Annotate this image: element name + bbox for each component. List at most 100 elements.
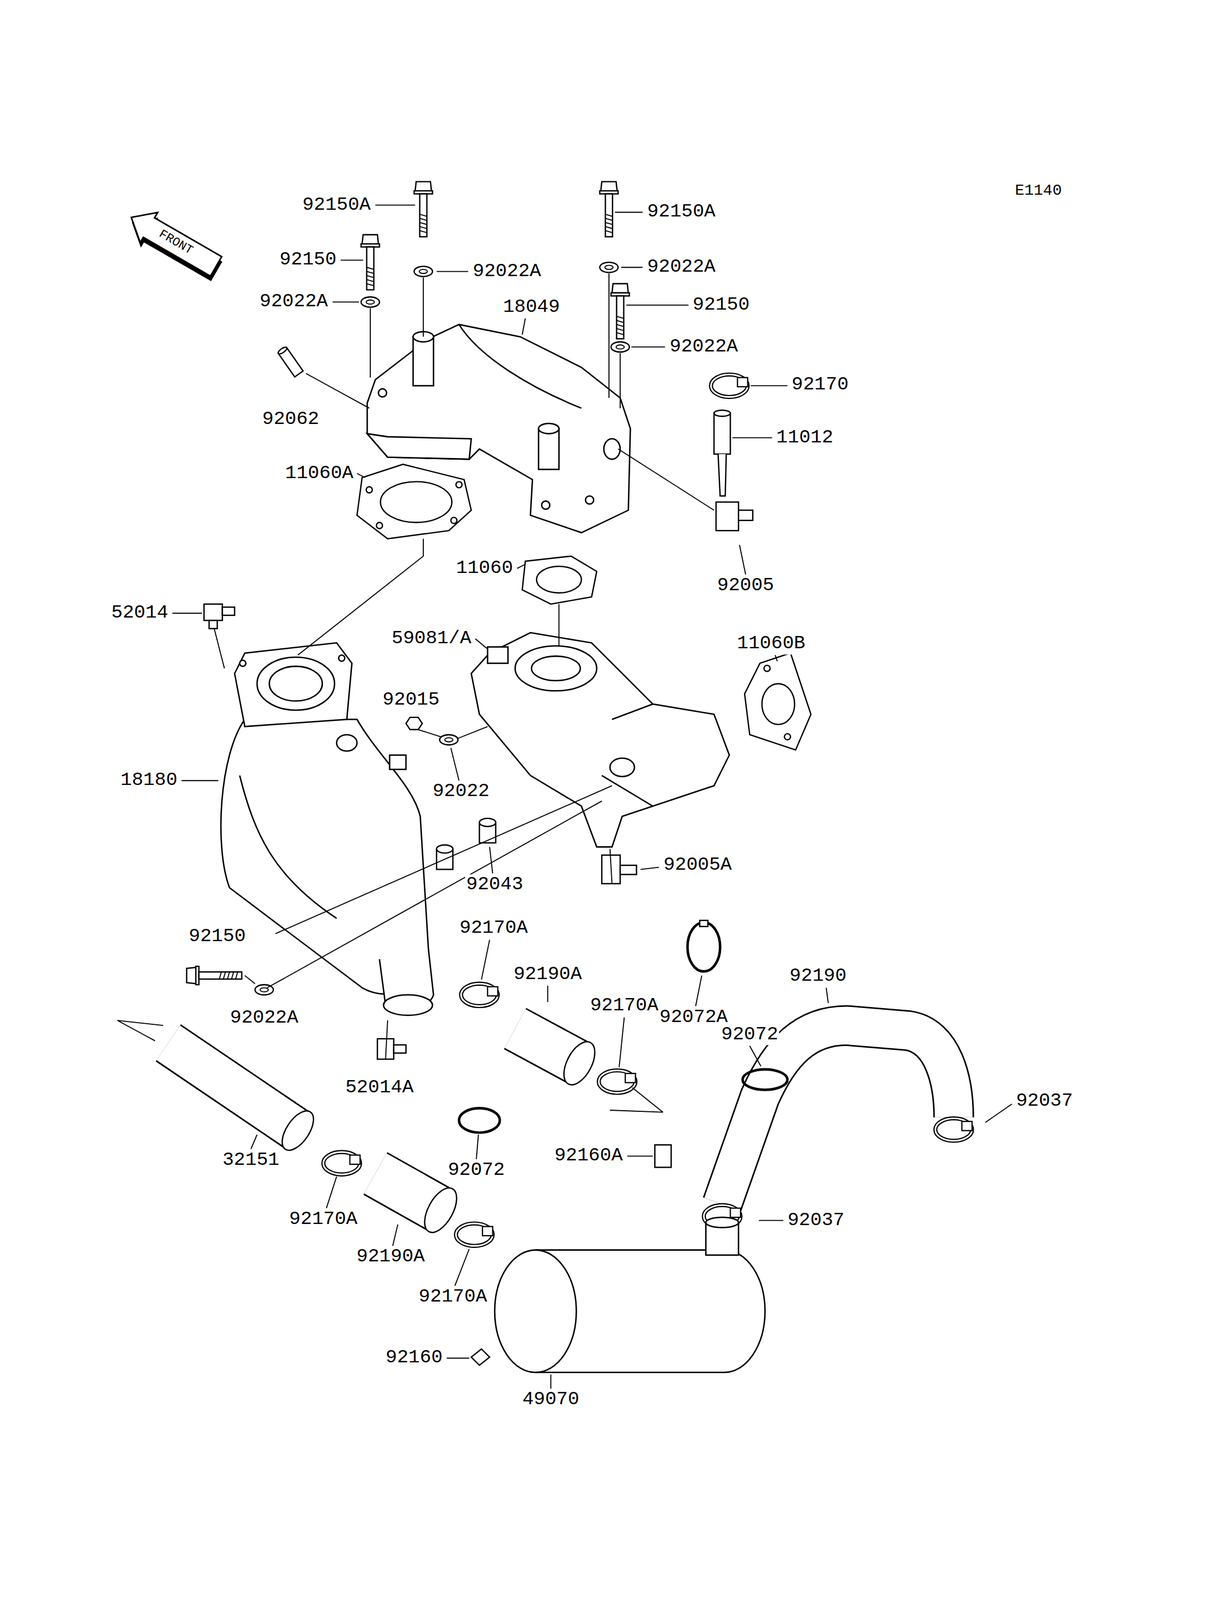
- leader-lines: [521, 318, 525, 335]
- gaskets: [366, 486, 373, 493]
- callout-number: 92190: [788, 965, 848, 987]
- cap-and-fitting: [713, 409, 731, 417]
- small-parts: [436, 844, 453, 853]
- hose-clamps: [703, 1204, 741, 1227]
- expansion-chamber: [239, 775, 337, 918]
- exhaust-pipe: [531, 655, 581, 681]
- leader-lines: [626, 304, 689, 306]
- callout-number: 52014A: [344, 1076, 415, 1098]
- gaskets: [380, 481, 452, 522]
- leader-lines: [117, 1020, 163, 1041]
- gaskets: [761, 683, 795, 724]
- leader-lines: [615, 211, 643, 214]
- bolts: [360, 181, 630, 352]
- callout-number: 92150A: [646, 201, 717, 223]
- hose-clamps: [461, 983, 499, 1006]
- exhaust-manifold: [541, 500, 550, 510]
- exhaust-manifold: [366, 324, 631, 533]
- leader-lines: [547, 985, 549, 1002]
- gaskets: [356, 463, 472, 539]
- callout-number: 49070: [521, 1389, 581, 1410]
- hoses: [722, 1025, 954, 1204]
- expansion-chamber: [338, 654, 345, 661]
- exhaust-manifold: [538, 428, 560, 470]
- callout-number: 11012: [775, 427, 835, 448]
- callout-number: 11060: [455, 557, 515, 579]
- cap-and-fitting: [711, 374, 753, 531]
- leader-lines: [619, 353, 621, 409]
- gaskets: [536, 566, 582, 593]
- callout-number: 92072A: [658, 1006, 729, 1028]
- leader-lines: [117, 205, 1012, 1389]
- callout-number: 92170A: [417, 1286, 488, 1307]
- figure-code: E1140: [1013, 182, 1063, 200]
- leader-lines: [516, 563, 526, 568]
- small-parts: [620, 864, 637, 874]
- exhaust-manifold: [458, 324, 582, 409]
- small-parts: [687, 921, 721, 971]
- exhaust-pipe: [471, 632, 730, 847]
- leader-lines: [326, 1176, 337, 1208]
- callout-number: 92005A: [662, 854, 733, 876]
- callout-number: 18049: [501, 296, 562, 318]
- hoses: [168, 1042, 298, 1130]
- leader-lines: [610, 848, 613, 884]
- leader-lines: [627, 1154, 654, 1157]
- cap-and-fitting: [718, 453, 727, 496]
- cap-and-fitting: [716, 501, 739, 531]
- hose-clamps: [458, 1107, 500, 1133]
- gaskets: [521, 556, 597, 604]
- callout-number: 92022A: [471, 260, 543, 282]
- exhaust-pipe: [487, 646, 509, 664]
- leader-lines: [608, 273, 610, 398]
- small-parts: [439, 734, 458, 745]
- expansion-chamber: [389, 755, 406, 770]
- front-arrow: [120, 202, 228, 287]
- fitting: [277, 345, 288, 355]
- hoses: [168, 1042, 298, 1130]
- direction-label: FRONT: [155, 226, 196, 259]
- leader-lines: [172, 612, 202, 614]
- callout-number: 92062: [260, 408, 321, 430]
- small-parts: [654, 1144, 671, 1167]
- leader-lines: [385, 1020, 388, 1060]
- hose-clamps: [323, 983, 973, 1246]
- leader-lines: [985, 1103, 1013, 1123]
- leader-lines: [475, 638, 488, 649]
- leader-lines: [617, 448, 714, 511]
- hoses: [557, 1036, 602, 1090]
- leader-lines: [340, 259, 364, 261]
- gaskets: [764, 665, 771, 672]
- callout-number: 92170A: [288, 1208, 359, 1230]
- leader-lines: [476, 1134, 479, 1159]
- callout-number: 92037: [1014, 1090, 1075, 1111]
- leader-lines: [775, 654, 778, 661]
- small-parts: [699, 920, 709, 927]
- hose-clamps: [935, 1118, 973, 1141]
- exhaust-pipe: [601, 703, 653, 806]
- callout-number: 52014: [110, 602, 170, 624]
- cap-and-fitting: [711, 374, 748, 397]
- muffler: [494, 1216, 766, 1372]
- callout-number: 92170A: [458, 917, 529, 939]
- hoses: [276, 1105, 320, 1155]
- cap-and-fitting: [713, 413, 731, 454]
- leader-lines: [826, 987, 829, 1003]
- callout-number: 59081/A: [390, 627, 473, 649]
- leader-lines: [181, 779, 219, 781]
- leader-lines: [267, 800, 602, 988]
- leader-lines: [732, 437, 772, 439]
- leader-lines: [446, 1357, 470, 1359]
- small-parts: [209, 620, 218, 629]
- gaskets: [376, 522, 383, 529]
- leader-lines: [418, 726, 488, 739]
- leader-lines: [695, 975, 702, 1007]
- small-parts: [393, 1044, 406, 1053]
- leader-lines: [356, 473, 366, 478]
- leader-lines: [275, 785, 613, 934]
- gaskets: [456, 481, 463, 488]
- leader-lines: [481, 939, 490, 980]
- callout-number: 11060B: [736, 632, 807, 654]
- bolts: [611, 341, 630, 352]
